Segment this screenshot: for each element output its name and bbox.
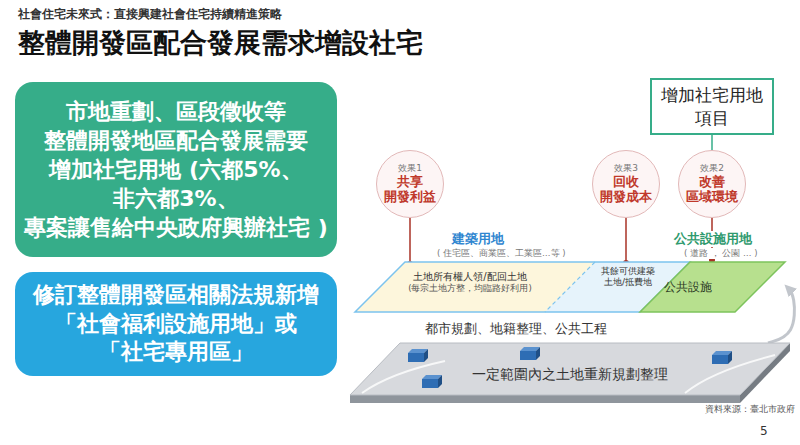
node-text: 增加社宅用地 項目 [656, 84, 768, 128]
building-cube-side [536, 347, 540, 360]
area-heading: 建築用地 [450, 231, 506, 247]
node-text: 共享 開發利益 [380, 174, 440, 206]
effect-circle: 效果2改善 區域環境 [678, 150, 746, 218]
leader-line [711, 135, 713, 150]
area-heading: ( 住宅區、商業區、工業區…等 ) [435, 248, 568, 259]
connector-group [407, 218, 413, 267]
public-facility-plane [640, 262, 785, 312]
building-cube-side [438, 375, 442, 388]
building-land-area: 建築用地( 住宅區、商業區、工業區…等 )土地所有權人領/配回土地(每宗土地方整… [355, 262, 690, 312]
item-box: 增加社宅用地 項目 [650, 78, 774, 135]
building-cube [422, 379, 438, 388]
building-cube-side [424, 349, 428, 362]
area-heading: ( 道路 ， 公園 … ) [682, 248, 760, 259]
process-arrow [768, 287, 794, 343]
public-facility-area: 公共設施用地( 道路 ， 公園 … )公共設施 [640, 262, 785, 312]
node-text: 效果3 [614, 163, 638, 174]
node-text: (每宗土地方整，均臨路好利用) [408, 283, 532, 294]
building-land-outline [355, 262, 690, 312]
process-box: 市地重劃、區段徵收等 整體開發地區配合發展需要 增加社宅用地 (六都5%、非六都… [15, 82, 337, 257]
pin-line [625, 218, 627, 265]
ground-plane [350, 343, 790, 395]
ground-plane-front [350, 395, 740, 403]
effect-circle: 效果3回收 開發成本 [592, 150, 660, 218]
slide-title: 整體開發區配合發展需求增設社宅 [18, 27, 423, 59]
node-text: 一定範圍內之土地重新規劃整理 [472, 366, 668, 383]
node-text: 效果2 [700, 163, 724, 174]
page-number: 5 [760, 424, 768, 438]
building-land-plane [355, 262, 690, 312]
node-text: 公共設施 [664, 280, 712, 294]
connector-group [712, 135, 713, 150]
node-text: 改善 區域環境 [682, 174, 742, 206]
dashed-divider [545, 262, 595, 312]
returned-land-area: 土地所有權人領/配回土地(每宗土地方整，均臨路好利用) [390, 266, 550, 300]
node-text: 效果1 [398, 163, 422, 174]
connector-group [623, 218, 629, 266]
node-text: 市地重劃、區段徵收等 整體開發地區配合發展需要 增加社宅用地 (六都5%、非六都… [23, 97, 329, 242]
node-text: 回收 開發成本 [596, 174, 656, 206]
road-curve [362, 361, 445, 393]
building-cube [520, 351, 536, 360]
section-header: 社會住宅未來式：直接興建社會住宅持續精進策略 [18, 7, 282, 21]
shape-outline [640, 262, 785, 312]
connector-group [768, 287, 794, 343]
process-note: 都市規劃、地籍整理、公共工程 [425, 321, 607, 337]
building-cube-side [728, 351, 732, 364]
effect-circle: 效果1共享 開發利益 [376, 150, 444, 218]
ground-plane-area: 一定範圍內之土地重新規劃整理 [350, 343, 790, 395]
node-text: 土地所有權人領/配回土地 [413, 270, 526, 283]
building-cube [408, 353, 424, 362]
building-cube [712, 355, 728, 364]
source-note: 資料來源：臺北市政府 [700, 404, 795, 415]
node-text: 修訂整體開發區相關法規新增「社會福利設施用地」或「社宅專用區」 [23, 281, 329, 367]
pin-line [409, 218, 411, 266]
reserve-land-area: 其餘可供建築土地/抵費地 [600, 265, 656, 291]
node-text: 其餘可供建築土地/抵費地 [600, 266, 656, 288]
process-box: 修訂整體開發區相關法規新增「社會福利設施用地」或「社宅專用區」 [15, 272, 337, 376]
area-heading: 公共設施用地 [672, 231, 754, 247]
